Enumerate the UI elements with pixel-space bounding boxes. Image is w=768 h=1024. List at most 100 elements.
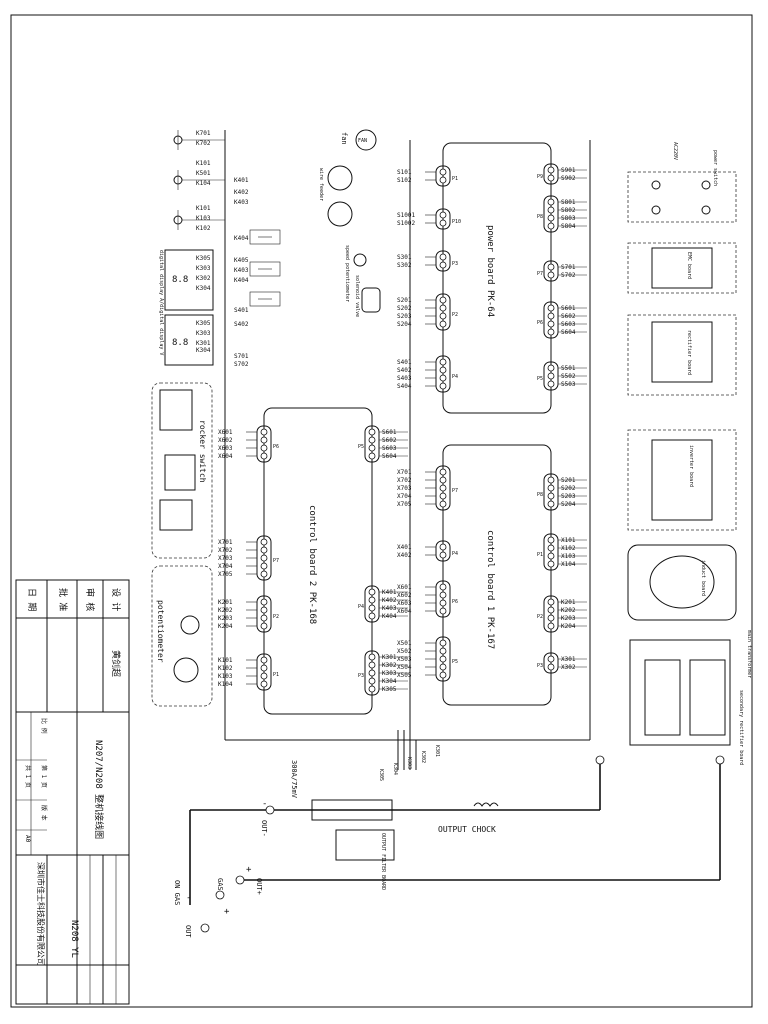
port-id: P4 — [358, 604, 364, 610]
connector-pb-P8 — [543, 195, 559, 233]
review-label: 审 核 — [84, 588, 96, 611]
pin — [547, 372, 555, 380]
pin — [547, 198, 555, 206]
k-label: K301 — [196, 340, 211, 347]
pin-label: K403 — [382, 605, 397, 612]
speed-pot-icon: speed potentiometer — [344, 245, 367, 302]
port-id: P2 — [273, 614, 279, 620]
pin-label: K102 — [218, 665, 233, 672]
pin — [368, 653, 376, 661]
digital-display: 8.8 8.8 digital display A/digital displa… — [158, 249, 214, 366]
k-label: K101 — [196, 160, 211, 167]
pin — [439, 366, 447, 374]
pin-label: K101 — [218, 657, 233, 664]
k-label: K304 — [196, 285, 211, 292]
pin — [439, 312, 447, 320]
connector-pins — [246, 163, 587, 696]
pin-label: X702 — [397, 477, 412, 484]
pin-label: X705 — [397, 501, 412, 508]
pin — [439, 655, 447, 663]
pin-label: S902 — [561, 175, 576, 182]
main-transformer: main transformer secondary rectifier boa… — [629, 630, 752, 765]
pin — [439, 591, 447, 599]
version-value: A0 — [24, 835, 31, 843]
pin — [260, 554, 268, 562]
scale-label: 比 例 — [40, 718, 48, 734]
pin-label: K304 — [382, 678, 397, 685]
power-switch-label: power switch — [712, 150, 718, 186]
induct-board-label: induct board — [700, 560, 706, 596]
port-id: P4 — [452, 374, 458, 380]
connector-cb1-P3 — [543, 652, 559, 674]
port-id: P5 — [452, 659, 458, 665]
pin — [439, 253, 447, 261]
pin — [368, 444, 376, 452]
pin — [547, 328, 555, 336]
pin — [439, 476, 447, 484]
k-label: K102 — [196, 225, 211, 232]
k-label: S701 — [234, 353, 249, 360]
pin — [439, 261, 447, 269]
connector-pb-P2 — [435, 293, 451, 331]
pin — [547, 263, 555, 271]
wire-feeder-label: wire feeder — [318, 168, 324, 201]
induct-board: induct board — [627, 544, 737, 621]
solenoid-valve-label: solenoid valve — [354, 275, 360, 317]
svg-text:-: - — [262, 799, 267, 809]
pin-label: X402 — [397, 552, 412, 559]
on-gas-label: ON GAS — [173, 880, 181, 905]
pin — [547, 320, 555, 328]
pin — [547, 166, 555, 174]
pin — [547, 552, 555, 560]
pin-label: S202 — [397, 305, 412, 312]
k-label: K303 — [196, 330, 211, 337]
pin — [547, 492, 555, 500]
pin-label: X601 — [397, 584, 412, 591]
k-label: K304 — [196, 347, 211, 354]
connector-cb2-P2 — [256, 595, 272, 633]
pin-label: X401 — [397, 544, 412, 551]
pin — [260, 452, 268, 460]
pin — [547, 622, 555, 630]
model-number: N208 YL — [69, 920, 79, 958]
k-label: K302 — [196, 275, 211, 282]
svg-text:+: + — [246, 865, 252, 875]
k-label: K303 — [196, 265, 211, 272]
pin-label: X102 — [561, 545, 576, 552]
rocker-switch-label: rocker switch — [198, 420, 207, 483]
connector-cb2-P1 — [256, 653, 272, 691]
pin-label: S404 — [397, 383, 412, 390]
pin — [439, 583, 447, 591]
pin — [439, 484, 447, 492]
pin-label: X502 — [397, 648, 412, 655]
pin — [547, 312, 555, 320]
port-id: P8 — [537, 492, 543, 498]
pin — [547, 484, 555, 492]
pin-label: S204 — [397, 321, 412, 328]
emc-board-label: EMC board — [686, 252, 692, 279]
pin-label: X701 — [397, 469, 412, 476]
pin-label: K303 — [382, 670, 397, 677]
pin-label: S301 — [397, 254, 412, 261]
rocker-switch: rocker switch — [151, 382, 213, 559]
pin-label: S403 — [397, 375, 412, 382]
output-filter-label: OUTPUT FILTER BOARD — [380, 833, 386, 890]
pin — [368, 661, 376, 669]
pin-label: K201 — [561, 599, 576, 606]
pin-label: S801 — [561, 199, 576, 206]
pin-label: S102 — [397, 177, 412, 184]
k-label: K103 — [196, 215, 211, 222]
pin-label: S201 — [397, 297, 412, 304]
title-block: 设 计 黄剑超 审 核 批 准 日 期 N207/N208 整机接线图 比 例 … — [15, 579, 130, 1005]
pin — [260, 562, 268, 570]
k-label: K101 — [196, 205, 211, 212]
pin-label: K305 — [382, 686, 397, 693]
k-label: K401 — [234, 177, 249, 184]
pin — [439, 607, 447, 615]
potentiometer-block: potentiometer — [151, 565, 213, 707]
pin — [439, 663, 447, 671]
harness-bus — [224, 130, 591, 770]
port-id: P5 — [358, 444, 364, 450]
pin-label: X603 — [397, 600, 412, 607]
pin — [547, 206, 555, 214]
